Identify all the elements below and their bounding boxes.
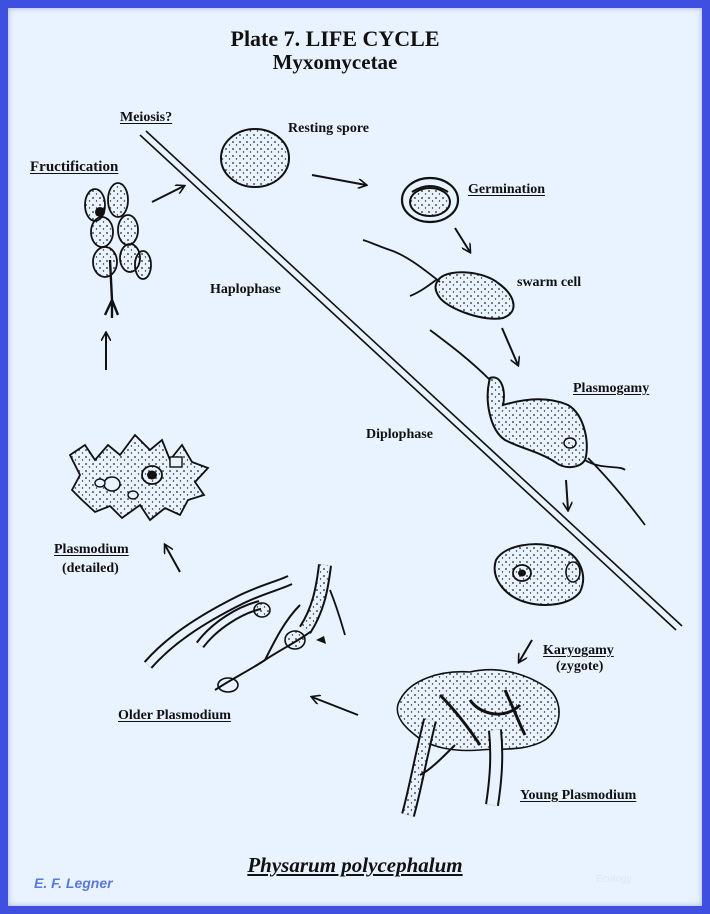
karyogamy-note: (zygote) — [556, 659, 604, 674]
older-plasmodium-drawing — [143, 564, 346, 693]
author-credit: E. F. Legner — [34, 875, 113, 891]
arrow-swarm-to-plasmogamy — [501, 327, 518, 365]
arrow-young-to-older — [312, 697, 359, 716]
plasmogamy-drawing — [429, 329, 646, 526]
young-plasmodium-label: Young Plasmodium — [520, 788, 637, 803]
haplophase-label: Haplophase — [210, 282, 281, 297]
plasmodium-detailed-drawing — [68, 433, 210, 522]
germination-drawing — [400, 176, 460, 224]
fructification-label: Fructification — [30, 159, 119, 175]
arrow-zygote-to-young — [519, 639, 533, 662]
karyogamy-zygote-drawing — [493, 543, 585, 606]
plate-subtitle: Myxomycetae — [272, 50, 398, 74]
resting-spore-label: Resting spore — [288, 121, 370, 136]
arrow-fructification-to-spore — [151, 186, 184, 203]
plate-title: Plate 7. LIFE CYCLE — [230, 26, 440, 51]
germination-label: Germination — [468, 182, 545, 197]
karyogamy-label: Karyogamy — [543, 643, 614, 658]
cycle-arrows — [106, 174, 568, 716]
meiosis-label: Meiosis? — [120, 110, 173, 125]
arrow-spore-to-germination — [311, 174, 366, 185]
fructification-drawing — [84, 182, 152, 318]
swarm-cell-drawing — [362, 239, 515, 320]
species-name: Physarum polycephalum — [247, 853, 463, 877]
diplophase-label: Diplophase — [366, 427, 433, 442]
arrow-germination-to-swarm — [454, 227, 470, 252]
plasmogamy-label: Plasmogamy — [573, 381, 650, 396]
resting-spore-drawing — [220, 128, 290, 188]
older-plasmodium-label: Older Plasmodium — [118, 708, 231, 723]
young-plasmodium-drawing — [396, 668, 560, 817]
arrow-older-to-plasmodium — [165, 545, 181, 573]
plasmodium-label: Plasmodium — [54, 542, 129, 557]
plasmodium-note: (detailed) — [62, 561, 119, 576]
faint-watermark: Ecology — [596, 874, 632, 885]
arrow-plasmogamy-to-zygote — [566, 479, 568, 510]
phase-divider-line — [139, 130, 683, 631]
swarm-cell-label: swarm cell — [517, 275, 582, 290]
